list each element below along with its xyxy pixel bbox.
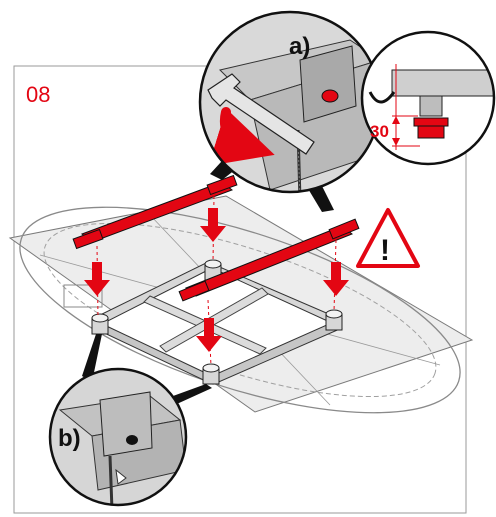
frame-foot-bottom — [202, 363, 220, 385]
dimension-value: 30 — [370, 122, 389, 141]
detail-circle-b: b) — [48, 367, 188, 507]
frame-foot-left — [91, 313, 109, 335]
callout-a-label: a) — [289, 33, 310, 60]
rotation-arrow-icon — [208, 107, 275, 166]
down-arrow-icon — [323, 262, 349, 296]
down-arrow-icon — [84, 262, 110, 296]
down-arrow-icon — [196, 318, 222, 352]
frame-foot-right — [325, 309, 343, 331]
down-arrow-icon — [200, 208, 226, 242]
detail-circle-a: a) — [198, 10, 382, 194]
red-rail-lower — [178, 218, 360, 302]
step-number: 08 — [26, 82, 50, 107]
warning-triangle-icon: ! — [356, 208, 420, 268]
red-rail-upper — [72, 174, 238, 250]
warning-symbol: ! — [380, 234, 390, 267]
callout-b-label: b) — [58, 425, 81, 452]
detail-b-pointer — [82, 334, 102, 382]
detail-circle-dimension: 30 — [360, 30, 496, 166]
